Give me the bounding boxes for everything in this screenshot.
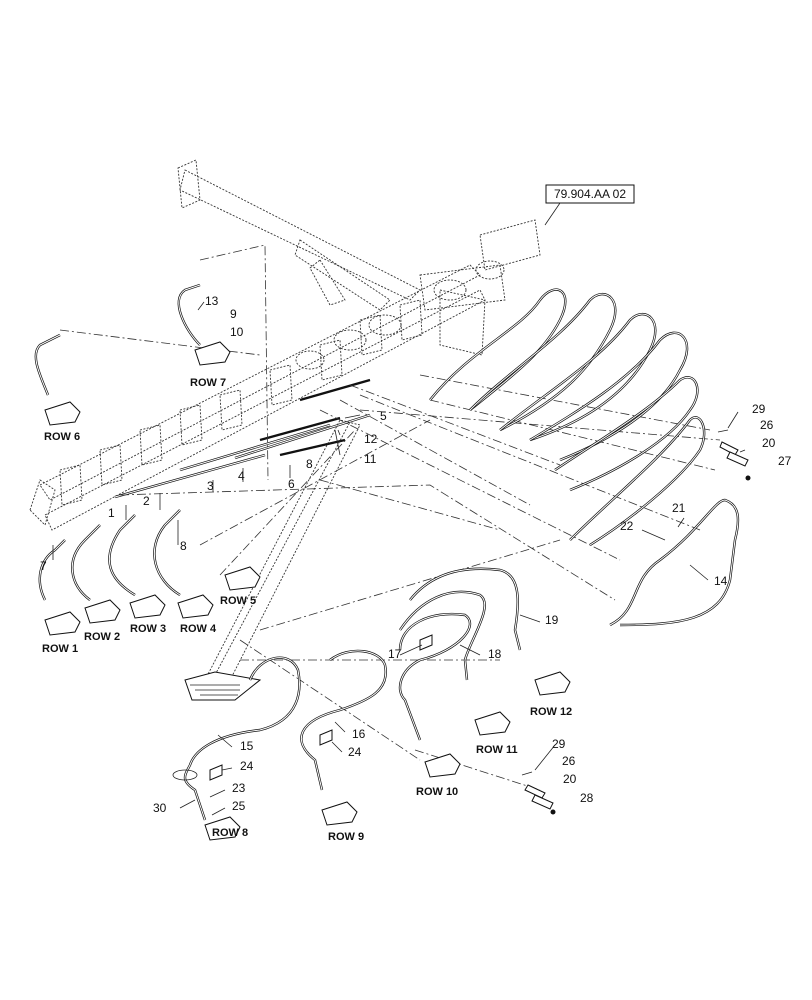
callout-c25: 25 bbox=[232, 799, 246, 813]
callout-c28: 28 bbox=[580, 791, 594, 805]
row-unit-6 bbox=[44, 401, 81, 426]
manifold-block bbox=[184, 671, 262, 701]
callout-c22: 22 bbox=[620, 519, 634, 533]
callout-c24a: 24 bbox=[348, 745, 362, 759]
row-label-r9: ROW 9 bbox=[328, 831, 364, 843]
row-unit-3 bbox=[129, 594, 166, 619]
callout-c1: 1 bbox=[108, 506, 115, 520]
callout-c3: 3 bbox=[207, 479, 214, 493]
callout-c7: 7 bbox=[40, 559, 47, 573]
callout-c27: 27 bbox=[778, 454, 792, 468]
row-unit-1 bbox=[44, 611, 81, 636]
row-label-r3: ROW 3 bbox=[130, 623, 166, 635]
row-label-r6: ROW 6 bbox=[44, 431, 80, 443]
row-labels: ROW 1 ROW 2 ROW 3 ROW 4 ROW 5 ROW 6 ROW 7 ROW 8… bbox=[42, 377, 572, 843]
row-label-r4: ROW 4 bbox=[180, 623, 217, 635]
row-unit-10 bbox=[424, 753, 461, 778]
row-label-r2: ROW 2 bbox=[84, 631, 120, 643]
callout-c12: 12 bbox=[364, 432, 378, 446]
row-label-r7: ROW 7 bbox=[190, 377, 226, 389]
row-unit-2 bbox=[84, 599, 121, 624]
callout-c4: 4 bbox=[238, 469, 245, 483]
callout-leaders bbox=[52, 301, 746, 816]
callout-c19: 19 bbox=[545, 613, 559, 627]
row-unit-12 bbox=[534, 671, 571, 696]
hose-14 bbox=[609, 498, 740, 627]
row-label-r12: ROW 12 bbox=[530, 706, 572, 718]
row-label-r10: ROW 10 bbox=[416, 786, 458, 798]
row-unit-11 bbox=[474, 711, 511, 736]
reference-label: 79.904.AA 02 bbox=[554, 187, 626, 201]
callout-c30: 30 bbox=[153, 801, 167, 815]
toolbar-frame bbox=[29, 159, 541, 531]
hose-15 bbox=[172, 656, 301, 821]
callout-c8a: 8 bbox=[306, 457, 313, 471]
callout-c10: 10 bbox=[230, 325, 244, 339]
callout-c5: 5 bbox=[380, 409, 387, 423]
callout-c9a: 9 bbox=[230, 307, 237, 321]
callout-numbers: 1391051211864321782926202721221419181716… bbox=[40, 294, 792, 815]
hardware-kit-lower bbox=[521, 771, 556, 815]
row-unit-7 bbox=[194, 341, 231, 366]
hoses-17-19 bbox=[398, 567, 522, 741]
tags-24 bbox=[209, 634, 433, 781]
hose-loops bbox=[429, 288, 706, 547]
callout-c18: 18 bbox=[488, 647, 502, 661]
callout-c11: 11 bbox=[364, 452, 377, 466]
callout-c26b: 26 bbox=[562, 754, 576, 768]
callout-c2: 2 bbox=[143, 494, 150, 508]
hardware-kit-upper bbox=[717, 429, 751, 481]
row-unit-5 bbox=[224, 566, 261, 591]
callout-c6: 6 bbox=[288, 477, 295, 491]
leader-lines bbox=[59, 244, 721, 791]
callout-c17: 17 bbox=[388, 647, 402, 661]
row-units bbox=[44, 341, 571, 841]
callout-c26a: 26 bbox=[760, 418, 774, 432]
callout-c23: 23 bbox=[232, 781, 246, 795]
row-unit-9 bbox=[321, 801, 358, 826]
callout-c15: 15 bbox=[240, 739, 254, 753]
callout-c14: 14 bbox=[714, 574, 728, 588]
callout-c21: 21 bbox=[672, 501, 686, 515]
callout-c8b: 8 bbox=[180, 539, 187, 553]
callout-c16: 16 bbox=[352, 727, 366, 741]
row-unit-8 bbox=[204, 816, 241, 841]
callout-c29a: 29 bbox=[752, 402, 766, 416]
hoses-rows-1-7 bbox=[34, 283, 201, 601]
callout-c20b: 20 bbox=[563, 772, 577, 786]
callout-c29b: 29 bbox=[552, 737, 566, 751]
row-label-r5: ROW 5 bbox=[220, 595, 256, 607]
callout-c20a: 20 bbox=[762, 436, 776, 450]
row-label-r1: ROW 1 bbox=[42, 643, 78, 655]
callout-c24b: 24 bbox=[240, 759, 254, 773]
row-unit-4 bbox=[177, 594, 214, 619]
row-label-r11: ROW 11 bbox=[476, 744, 518, 756]
callout-c13: 13 bbox=[205, 294, 219, 308]
reference-box[interactable]: 79.904.AA 02 bbox=[544, 184, 635, 226]
collector-tube bbox=[204, 419, 361, 691]
hose-16 bbox=[300, 649, 387, 791]
row-label-r8: ROW 8 bbox=[212, 827, 248, 839]
hose-rods bbox=[114, 378, 371, 499]
